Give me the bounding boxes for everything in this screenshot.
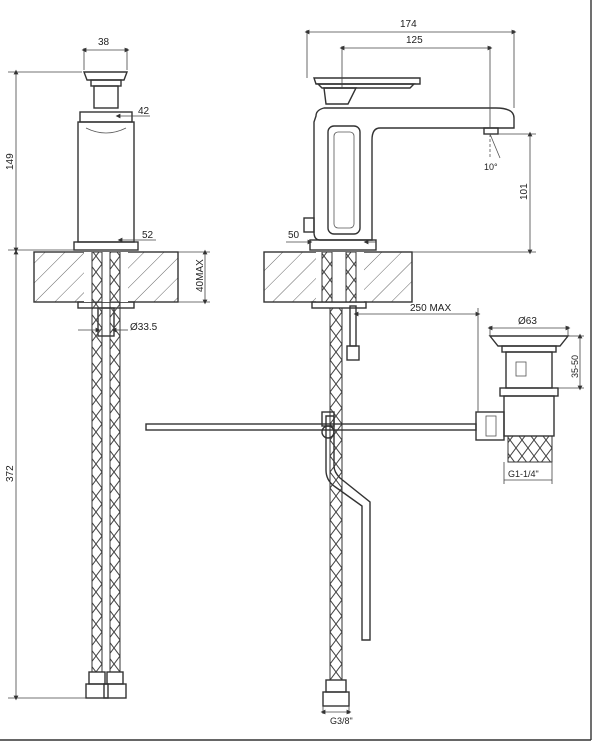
dim-spout-reach: 125: [406, 35, 423, 46]
waste-lever: [145, 423, 477, 431]
dim-front-shank-dia: Ø33.5: [130, 322, 158, 333]
front-deck-section: [33, 251, 179, 303]
dim-spout-angle: 10°: [484, 162, 498, 172]
side-view: [303, 77, 515, 251]
dim-front-width: 38: [98, 37, 110, 48]
dim-spout-height: 101: [519, 183, 530, 200]
dim-front-knob: 42: [138, 106, 150, 117]
dim-hose-thread: G3/8": [330, 716, 353, 726]
dim-waste-thread: G1-1/4": [508, 469, 539, 479]
dim-side-width: 174: [400, 19, 417, 30]
dim-waste-dia: Ø63: [518, 316, 537, 327]
front-view: [73, 71, 139, 699]
dim-front-height: 149: [5, 153, 16, 170]
front-dimensions: [8, 47, 210, 701]
dim-hose-length: 372: [5, 465, 16, 482]
dim-front-base: 52: [142, 230, 154, 241]
dim-waste-height: 35-50: [570, 355, 580, 378]
side-dimensions: [286, 29, 584, 715]
dim-deck-thickness: 40MAX: [195, 259, 206, 292]
side-deck-section: [263, 251, 413, 309]
side-hose-assembly: [321, 305, 371, 707]
dim-side-base-offset: 50: [288, 230, 300, 241]
waste-assembly: [475, 335, 570, 463]
dim-pullrod-length: 250 MAX: [410, 303, 451, 314]
